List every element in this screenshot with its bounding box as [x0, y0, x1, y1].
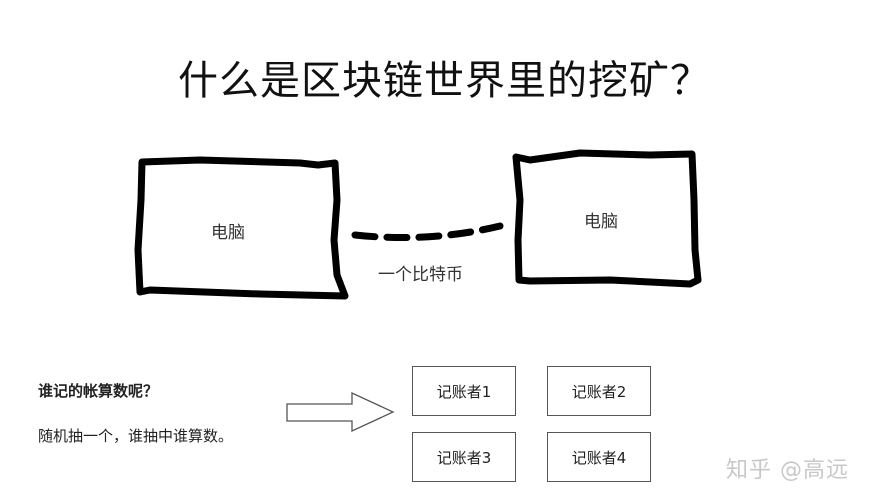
answer-text: 随机抽一个，谁抽中谁算数。 [38, 427, 234, 445]
watermark: 知乎 @高远 [726, 458, 849, 483]
right-computer-box [512, 149, 702, 288]
left-computer-box [134, 156, 349, 300]
right-arrow-icon [286, 391, 395, 433]
bookkeeper-box-1: 记账者1 [412, 366, 516, 416]
link-label: 一个比特币 [378, 265, 463, 285]
dashed-link [351, 222, 504, 242]
bookkeeper-box-4: 记账者4 [547, 432, 651, 482]
question-text: 谁记的帐算数呢？ [38, 382, 159, 400]
bookkeeper-box-2: 记账者2 [547, 366, 651, 416]
left-node-label: 电脑 [211, 223, 245, 243]
right-node-label: 电脑 [584, 212, 618, 232]
bookkeeper-box-3: 记账者3 [412, 432, 516, 482]
slide-title: 什么是区块链世界里的挖矿？ [178, 58, 711, 104]
